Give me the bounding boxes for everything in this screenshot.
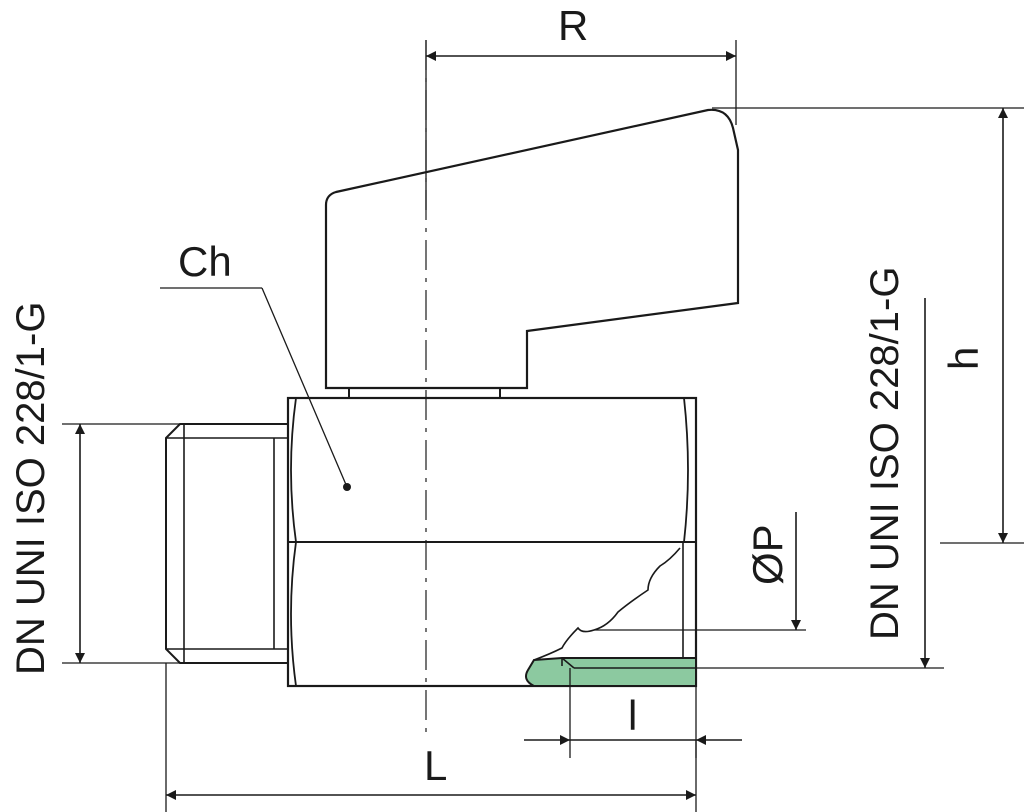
section-break-line — [533, 547, 681, 661]
dim-label-l-total: L — [424, 742, 447, 789]
dim-label-p: ØP — [744, 524, 791, 585]
thread-label-left: DN UNI ISO 228/1-G — [9, 302, 53, 675]
seal-section — [525, 657, 697, 687]
dim-label-r: R — [558, 2, 588, 49]
valve-handle — [324, 108, 740, 390]
valve-stem — [348, 387, 501, 399]
dim-label-ch: Ch — [178, 238, 232, 285]
thread-label-right: DN UNI ISO 228/1-G — [863, 267, 907, 640]
ch-leader-dot — [343, 483, 351, 491]
dim-label-l-small: l — [628, 692, 637, 739]
dim-label-h: h — [940, 347, 987, 370]
